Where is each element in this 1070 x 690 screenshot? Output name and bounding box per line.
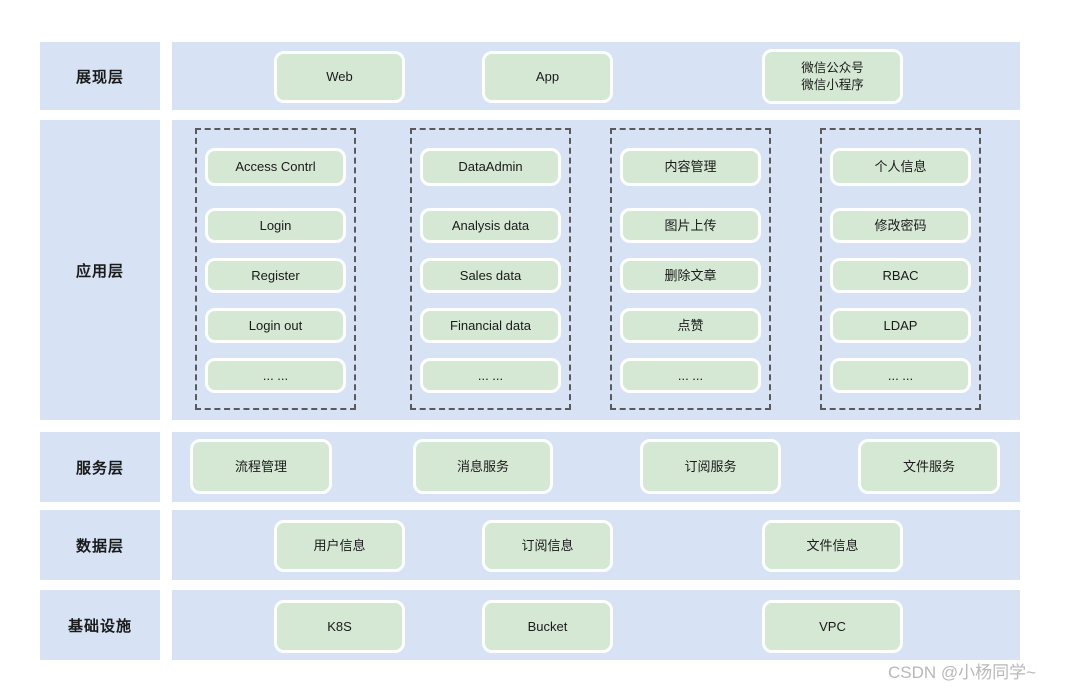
layer-label-service: 服务层: [40, 432, 160, 502]
node-personal-info: 个人信息: [830, 148, 971, 186]
node-file-info: 文件信息: [762, 520, 903, 572]
node-user-info: 用户信息: [274, 520, 405, 572]
node-register: Register: [205, 258, 346, 293]
node-dataadmin: DataAdmin: [420, 148, 561, 186]
module-group-access: Access Contrl Login Register Login out .…: [195, 128, 356, 410]
node-sales-data: Sales data: [420, 258, 561, 293]
node-login-out: Login out: [205, 308, 346, 343]
node-k8s: K8S: [274, 600, 405, 653]
node-change-password: 修改密码: [830, 208, 971, 243]
node-file-service: 文件服务: [858, 439, 1000, 494]
layer-band-data: 用户信息 订阅信息 文件信息: [172, 510, 1020, 580]
layer-label-presentation: 展现层: [40, 42, 160, 110]
node-rbac: RBAC: [830, 258, 971, 293]
node-process-mgmt: 流程管理: [190, 439, 332, 494]
layer-label-application: 应用层: [40, 120, 160, 420]
node-access-more: ... ...: [205, 358, 346, 393]
module-group-content: 内容管理 图片上传 删除文章 点赞 ... ...: [610, 128, 771, 410]
layer-band-presentation: Web App 微信公众号 微信小程序: [172, 42, 1020, 110]
node-ldap: LDAP: [830, 308, 971, 343]
node-content-more: ... ...: [620, 358, 761, 393]
node-wechat: 微信公众号 微信小程序: [762, 49, 903, 104]
layer-band-application: Access Contrl Login Register Login out .…: [172, 120, 1020, 420]
layer-band-infrastructure: K8S Bucket VPC: [172, 590, 1020, 660]
layer-band-service: 流程管理 消息服务 订阅服务 文件服务: [172, 432, 1020, 502]
node-analysis-data: Analysis data: [420, 208, 561, 243]
node-like: 点赞: [620, 308, 761, 343]
layer-label-infrastructure: 基础设施: [40, 590, 160, 660]
node-image-upload: 图片上传: [620, 208, 761, 243]
node-data-more: ... ...: [420, 358, 561, 393]
layer-label-data: 数据层: [40, 510, 160, 580]
node-message-service: 消息服务: [413, 439, 553, 494]
node-profile-more: ... ...: [830, 358, 971, 393]
node-vpc: VPC: [762, 600, 903, 653]
node-subscription-service: 订阅服务: [640, 439, 781, 494]
node-subscription-info: 订阅信息: [482, 520, 613, 572]
node-app: App: [482, 51, 613, 103]
module-group-data-admin: DataAdmin Analysis data Sales data Finan…: [410, 128, 571, 410]
node-web: Web: [274, 51, 405, 103]
node-content-mgmt: 内容管理: [620, 148, 761, 186]
node-financial-data: Financial data: [420, 308, 561, 343]
node-access-contrl: Access Contrl: [205, 148, 346, 186]
csdn-watermark: CSDN @小杨同学~: [888, 663, 1037, 682]
node-delete-article: 删除文章: [620, 258, 761, 293]
node-login: Login: [205, 208, 346, 243]
module-group-profile: 个人信息 修改密码 RBAC LDAP ... ...: [820, 128, 981, 410]
node-bucket: Bucket: [482, 600, 613, 653]
